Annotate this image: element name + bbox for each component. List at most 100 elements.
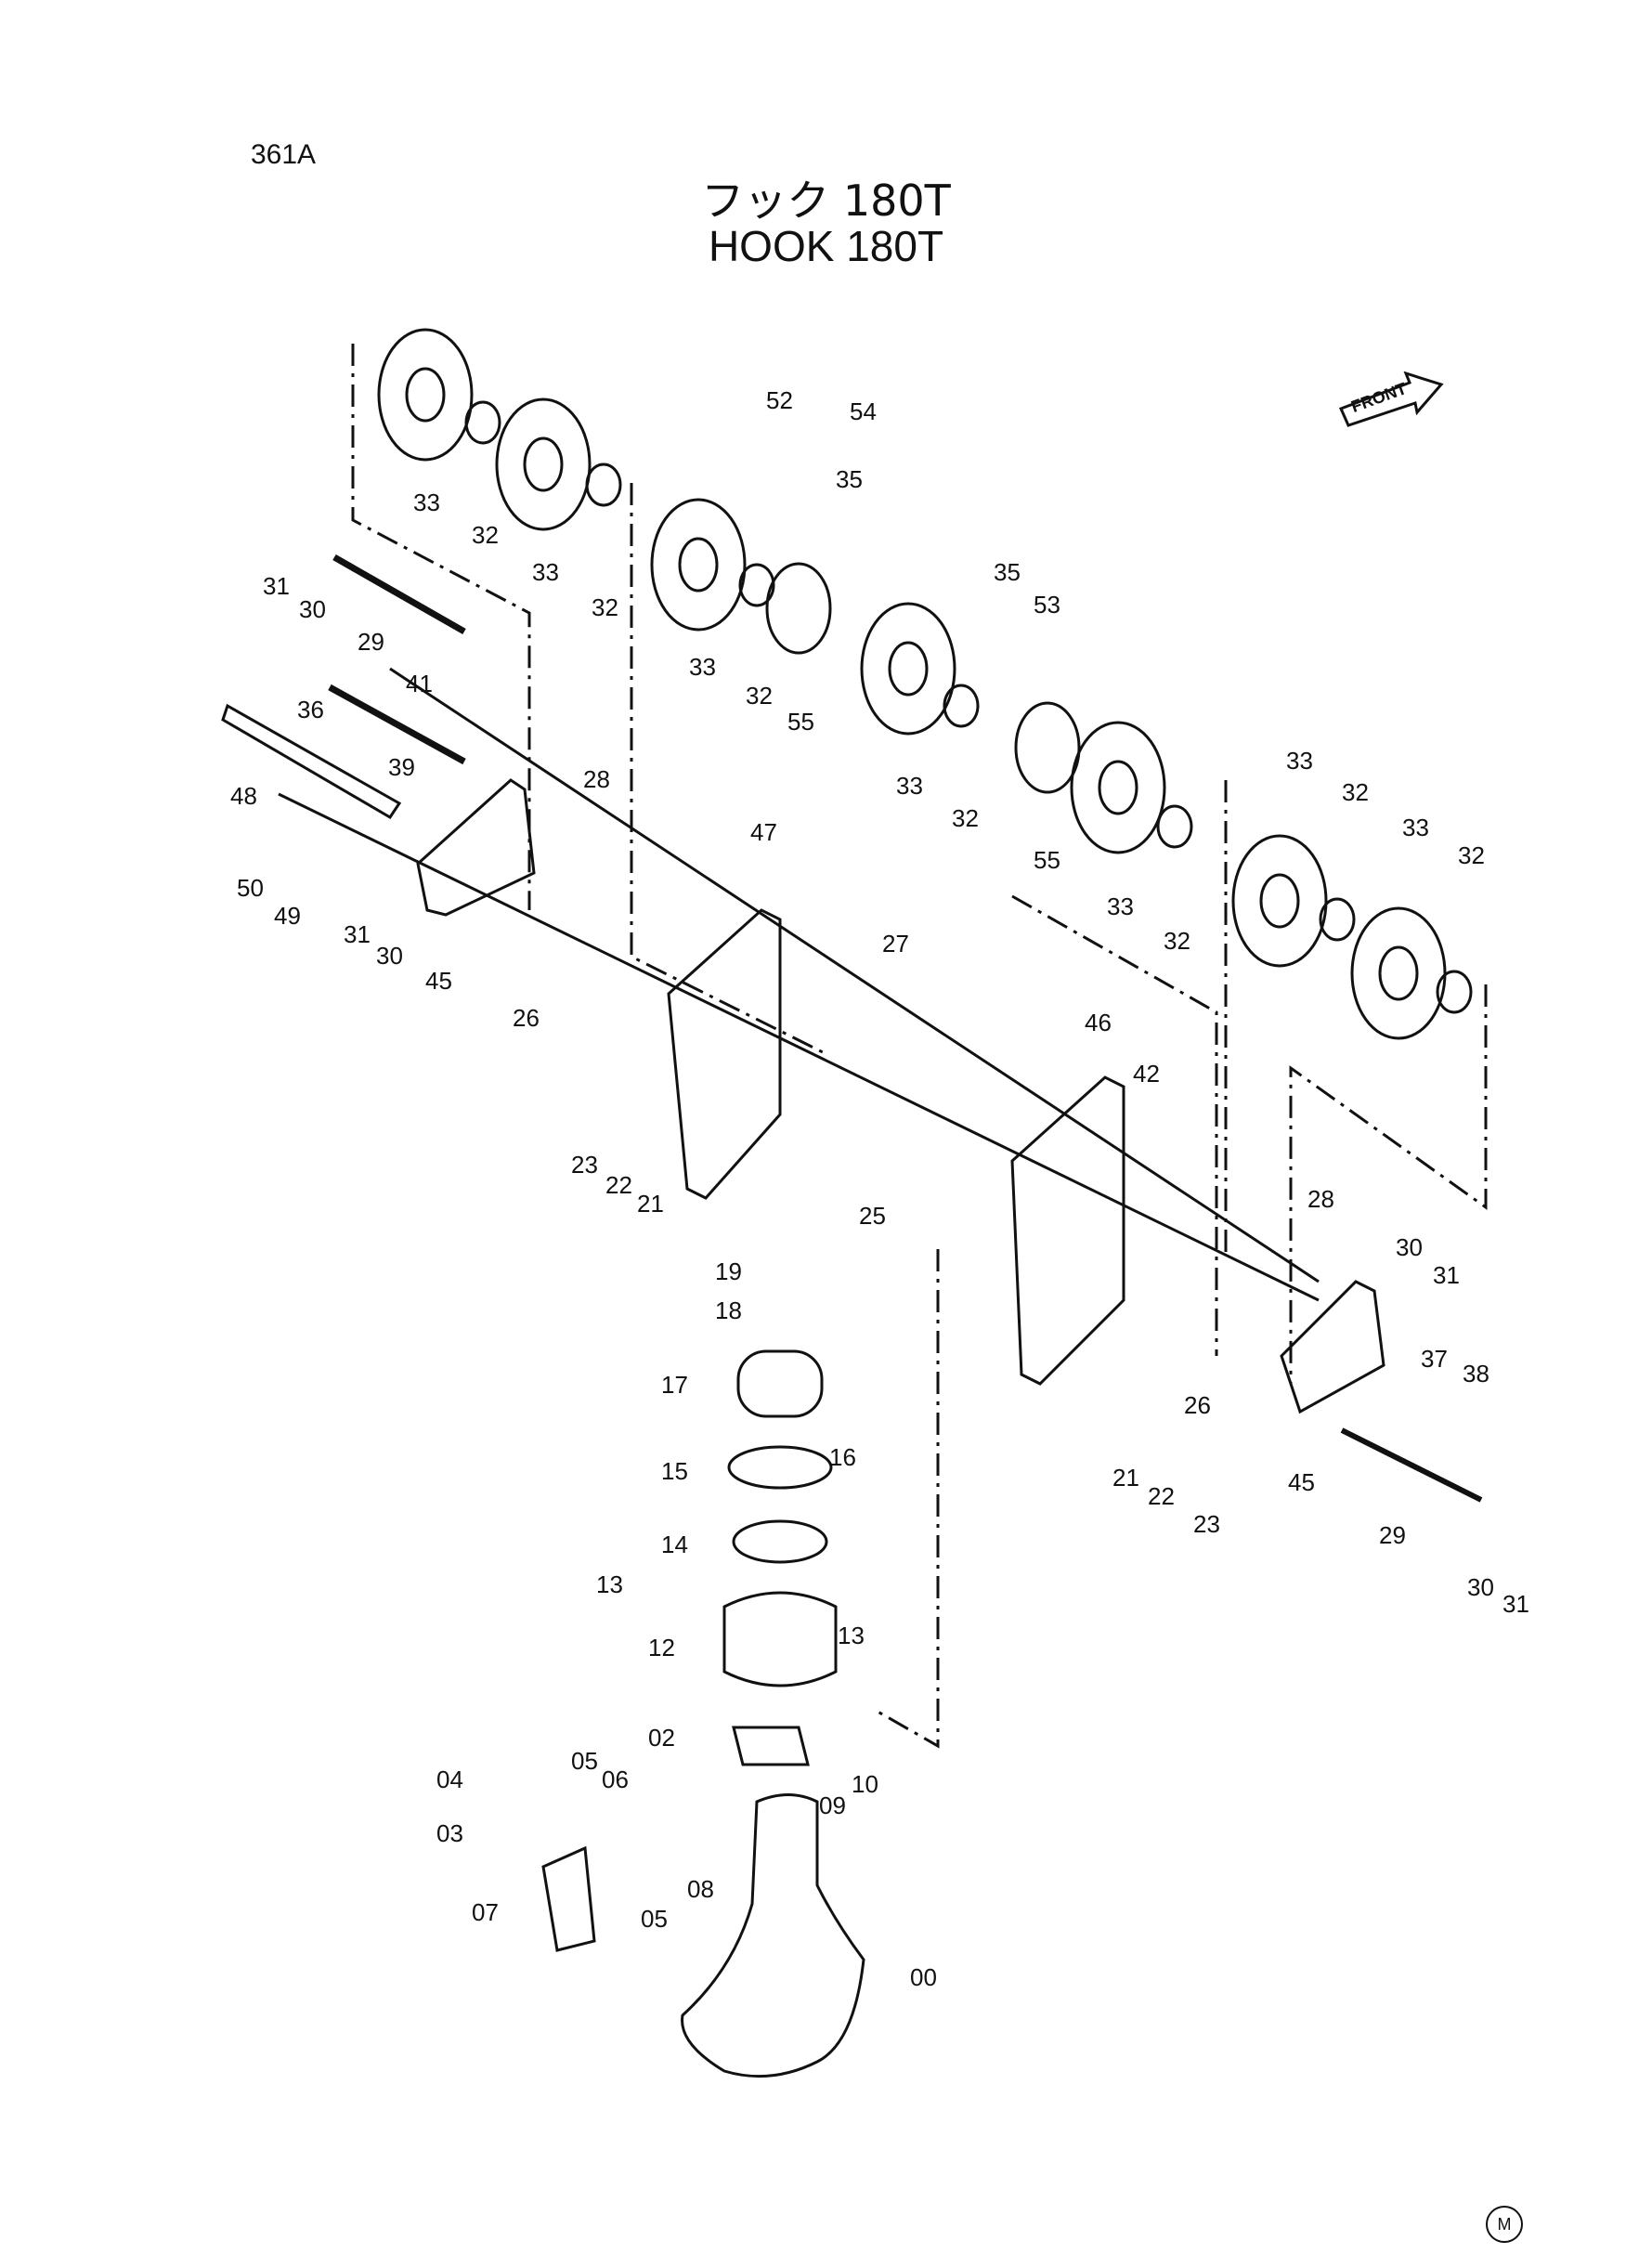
callout-55: 55 — [787, 708, 814, 736]
callout-31: 31 — [1502, 1590, 1529, 1618]
callout-32: 32 — [1342, 778, 1369, 806]
callout-50: 50 — [237, 874, 264, 902]
callout-31: 31 — [344, 920, 371, 948]
callout-29: 29 — [1379, 1521, 1406, 1549]
sheave — [1350, 906, 1447, 1040]
sheave — [377, 328, 474, 462]
callout-49: 49 — [274, 902, 301, 930]
callout-41: 41 — [406, 670, 433, 697]
callout-05: 05 — [571, 1747, 598, 1775]
sheave — [495, 397, 592, 531]
callout-22: 22 — [1148, 1482, 1175, 1510]
callout-05: 05 — [641, 1905, 668, 1933]
bearing — [943, 684, 980, 728]
callout-52: 52 — [766, 386, 793, 414]
latch-07 — [541, 1845, 596, 1952]
bearing-14 — [732, 1519, 828, 1564]
callout-45: 45 — [1288, 1468, 1315, 1496]
callout-30: 30 — [1467, 1573, 1494, 1601]
callout-30: 30 — [299, 595, 326, 623]
page-code: 361A — [251, 139, 317, 170]
sheave — [650, 498, 747, 632]
hook-body-00 — [681, 1793, 865, 2078]
callout-31: 31 — [1433, 1261, 1460, 1289]
callout-55: 55 — [1034, 846, 1060, 874]
callout-33: 33 — [1286, 747, 1313, 775]
title-english: HOOK 180T — [708, 222, 944, 270]
callout-33: 33 — [532, 558, 559, 586]
callout-47: 47 — [750, 818, 777, 846]
callout-13: 13 — [596, 1570, 623, 1598]
callout-18: 18 — [715, 1296, 742, 1324]
callout-10: 10 — [852, 1770, 878, 1798]
callout-33: 33 — [1107, 892, 1134, 920]
bearing — [464, 400, 501, 445]
callout-33: 33 — [896, 772, 923, 800]
pin-36 — [221, 703, 402, 820]
callout-38: 38 — [1463, 1360, 1489, 1388]
sheave — [1231, 834, 1328, 968]
callout-29: 29 — [358, 628, 384, 656]
callout-15: 15 — [661, 1457, 688, 1485]
callout-32: 32 — [472, 521, 499, 549]
side-plate-left — [416, 778, 536, 917]
front-arrow-icon — [1338, 371, 1444, 427]
front-arrow-marker: FRONT — [1337, 371, 1449, 427]
callout-33: 33 — [413, 489, 440, 516]
callout-04: 04 — [436, 1765, 463, 1793]
callout-27: 27 — [882, 930, 909, 958]
bearing — [1156, 804, 1193, 849]
callout-13: 13 — [838, 1622, 865, 1649]
ring-15 — [727, 1445, 833, 1490]
center-plate — [667, 908, 782, 1200]
callout-31: 31 — [263, 572, 290, 600]
callout-45: 45 — [425, 967, 452, 995]
sheave — [1070, 721, 1166, 854]
callout-30: 30 — [1396, 1233, 1423, 1261]
callout-32: 32 — [746, 682, 773, 710]
callout-37: 37 — [1421, 1345, 1448, 1373]
callout-12: 12 — [648, 1634, 675, 1661]
callout-09: 09 — [819, 1791, 846, 1819]
callout-32: 32 — [1164, 927, 1190, 955]
callout-22: 22 — [605, 1171, 632, 1199]
latch-holder-02 — [732, 1726, 810, 1766]
callout-19: 19 — [715, 1257, 742, 1285]
bolt-29-right — [1340, 1427, 1483, 1503]
callout-14: 14 — [661, 1531, 688, 1558]
bolt-29 — [328, 684, 466, 765]
callout-46: 46 — [1085, 1009, 1112, 1036]
crosshead-12 — [722, 1591, 838, 1687]
callout-00: 00 — [910, 1963, 937, 1991]
callout-48: 48 — [230, 782, 257, 810]
callout-07: 07 — [472, 1898, 499, 1926]
sheave — [860, 602, 956, 736]
callout-33: 33 — [1402, 814, 1429, 841]
callout-08: 08 — [687, 1875, 714, 1903]
callout-17: 17 — [661, 1371, 688, 1399]
callout-16: 16 — [829, 1443, 856, 1471]
callout-35: 35 — [836, 465, 863, 493]
bearing — [1436, 970, 1473, 1014]
center-plate-right — [1010, 1075, 1125, 1386]
callout-21: 21 — [637, 1190, 664, 1218]
callout-26: 26 — [513, 1004, 540, 1032]
callout-36: 36 — [297, 696, 324, 723]
callout-23: 23 — [571, 1151, 598, 1179]
side-plate-right — [1280, 1280, 1385, 1414]
callout-03: 03 — [436, 1819, 463, 1847]
callout-30: 30 — [376, 942, 403, 970]
callout-26: 26 — [1184, 1391, 1211, 1419]
callout-39: 39 — [388, 753, 415, 781]
callout-33: 33 — [689, 653, 716, 681]
bearing — [738, 563, 775, 607]
callout-21: 21 — [1112, 1464, 1139, 1492]
callout-labels: 52 54 35 33 32 33 32 33 32 55 35 53 33 3… — [230, 386, 1529, 1991]
callout-32: 32 — [952, 804, 979, 832]
title-japanese: フック 180T — [701, 176, 951, 226]
nut-17 — [736, 1349, 824, 1418]
shaft-41 — [332, 554, 466, 635]
callout-06: 06 — [602, 1765, 629, 1793]
callout-54: 54 — [850, 397, 877, 425]
